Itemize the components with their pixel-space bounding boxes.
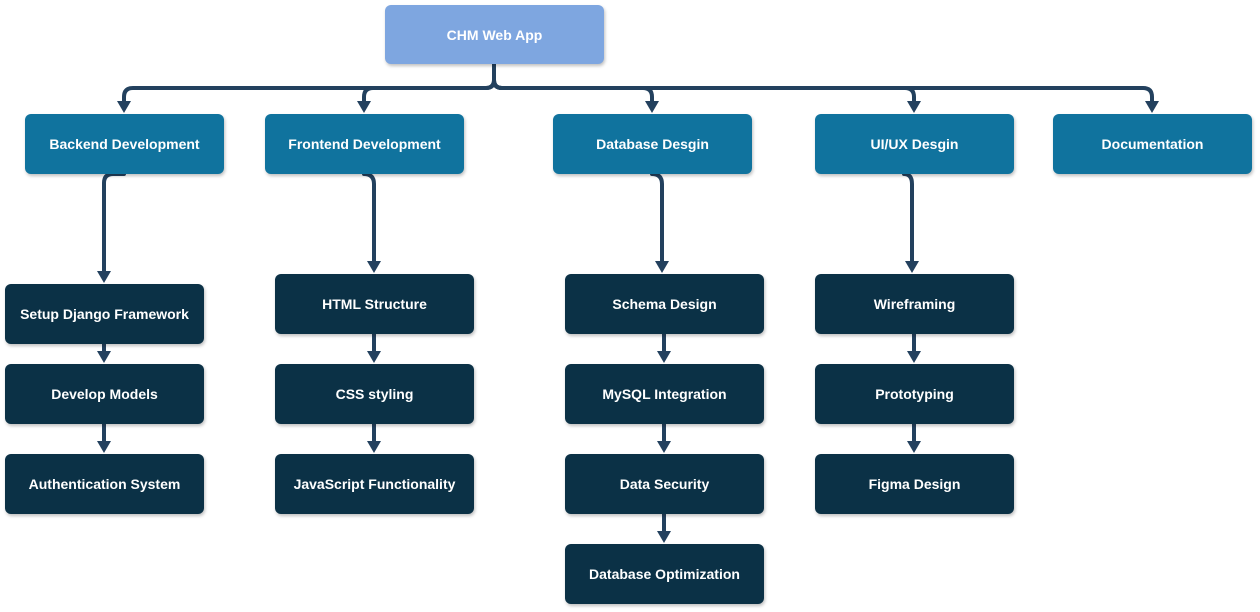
- arrowhead: [357, 101, 371, 113]
- task-node-backend-3[interactable]: Authentication System: [5, 454, 204, 514]
- connector-frontend-tasks: [362, 172, 376, 263]
- task-node-database-2[interactable]: MySQL Integration: [565, 364, 764, 424]
- connector-database-tasks: [650, 172, 664, 263]
- category-node-documentation[interactable]: Documentation: [1053, 114, 1252, 174]
- task-node-database-4[interactable]: Database Optimization: [565, 544, 764, 604]
- arrowhead: [97, 271, 111, 283]
- arrowhead: [655, 261, 669, 273]
- category-node-uiux[interactable]: UI/UX Desgin: [815, 114, 1014, 174]
- arrowhead: [1145, 101, 1159, 113]
- category-node-database[interactable]: Database Desgin: [553, 114, 752, 174]
- connector-root-uiux: [492, 62, 916, 103]
- connector-backend-tasks: [102, 172, 126, 273]
- root-node[interactable]: CHM Web App: [385, 5, 604, 64]
- category-node-frontend[interactable]: Frontend Development: [265, 114, 464, 174]
- task-node-frontend-2[interactable]: CSS styling: [275, 364, 474, 424]
- arrowhead: [657, 351, 671, 363]
- connector-root-documentation: [492, 62, 1154, 103]
- arrowhead: [367, 441, 381, 453]
- arrowhead: [907, 441, 921, 453]
- arrowhead: [367, 261, 381, 273]
- task-node-frontend-1[interactable]: HTML Structure: [275, 274, 474, 334]
- connector-root-frontend: [362, 62, 496, 103]
- task-node-database-1[interactable]: Schema Design: [565, 274, 764, 334]
- arrowhead: [905, 261, 919, 273]
- connector-root-backend: [122, 62, 496, 103]
- task-node-backend-2[interactable]: Develop Models: [5, 364, 204, 424]
- category-node-backend[interactable]: Backend Development: [25, 114, 224, 174]
- connector-uiux-tasks: [902, 172, 914, 263]
- arrowhead: [117, 101, 131, 113]
- task-node-database-3[interactable]: Data Security: [565, 454, 764, 514]
- arrowhead: [657, 531, 671, 543]
- task-node-frontend-3[interactable]: JavaScript Functionality: [275, 454, 474, 514]
- task-node-uiux-2[interactable]: Prototyping: [815, 364, 1014, 424]
- task-node-backend-1[interactable]: Setup Django Framework: [5, 284, 204, 344]
- arrowhead: [907, 101, 921, 113]
- task-node-uiux-1[interactable]: Wireframing: [815, 274, 1014, 334]
- arrowhead: [645, 101, 659, 113]
- arrowhead: [907, 351, 921, 363]
- connector-root-database: [492, 62, 654, 103]
- arrowhead: [97, 441, 111, 453]
- arrowhead: [657, 441, 671, 453]
- task-node-uiux-3[interactable]: Figma Design: [815, 454, 1014, 514]
- arrowhead: [367, 351, 381, 363]
- arrowhead: [97, 351, 111, 363]
